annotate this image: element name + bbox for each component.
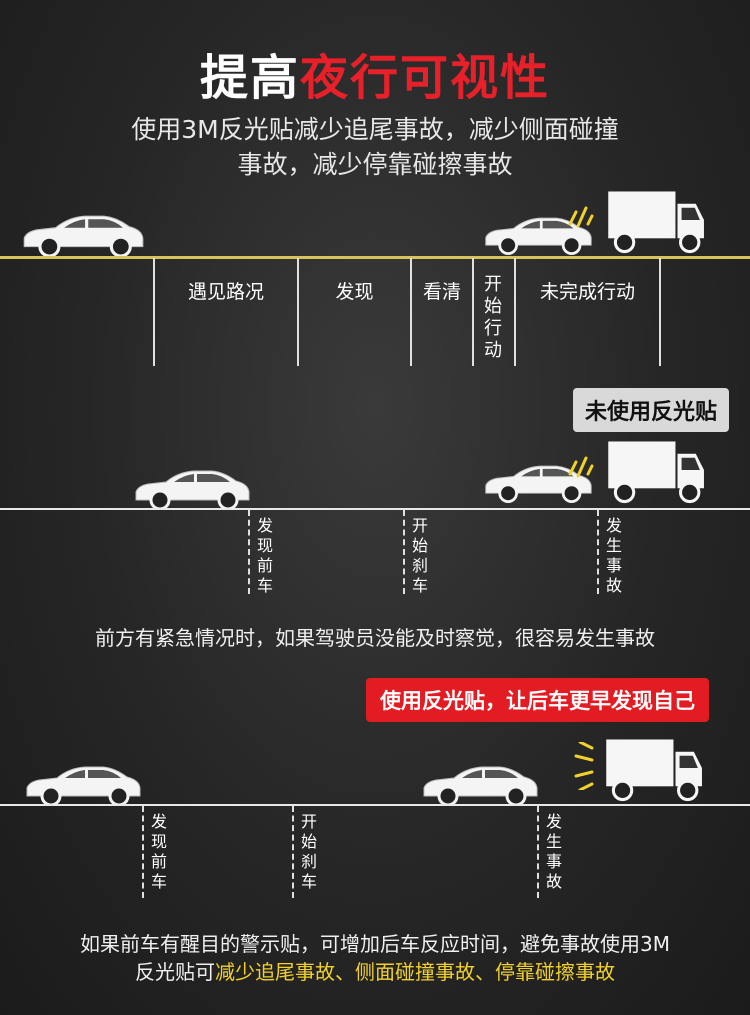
marker-label: 开始刹车 — [411, 516, 428, 595]
car-icon — [132, 466, 252, 510]
reflective-glow-icon — [574, 742, 594, 790]
marker-line — [248, 510, 250, 594]
timeline-segment: 未完成行动 — [539, 281, 635, 303]
impact-spark-icon — [568, 456, 594, 478]
title-highlight: 夜行可视性 — [300, 50, 551, 106]
footer-line2-prefix: 反光贴可 — [135, 960, 215, 984]
with-sticker-tag: 使用反光贴，让后车更早发现自己 — [366, 678, 709, 722]
timeline-segment: 发现 — [335, 281, 374, 303]
marker-line — [142, 806, 144, 898]
timeline-segment: 看清 — [422, 281, 461, 303]
truck-icon — [592, 734, 704, 804]
car-icon — [22, 762, 144, 806]
footer-line1: 如果前车有醒目的警示贴，可增加后车反应时间，避免事故使用3M — [80, 932, 670, 956]
footer-line2: 反光贴可减少追尾事故、侧面碰撞事故、停靠碰擦事故 — [0, 956, 750, 985]
subtitle-line2: 事故，减少停靠碰擦事故 — [237, 150, 513, 179]
marker-label: 发生事故 — [605, 516, 622, 595]
footer-line2-highlight: 减少追尾事故、侧面碰撞事故、停靠碰擦事故 — [215, 960, 615, 984]
subtitle-line1: 使用3M反光贴减少追尾事故，减少侧面碰撞 — [131, 115, 619, 144]
marker-label: 开始刹车 — [300, 812, 317, 891]
marker-line — [292, 806, 294, 898]
marker-label: 发现前车 — [150, 812, 167, 891]
marker-label: 发现前车 — [256, 516, 273, 595]
marker-line — [403, 510, 405, 594]
car-icon — [20, 210, 146, 258]
road-line — [0, 256, 750, 259]
marker-line — [597, 510, 599, 594]
marker-label: 发生事故 — [545, 812, 562, 891]
impact-spark-icon — [568, 206, 594, 228]
truck-icon — [594, 186, 706, 256]
timeline-segment: 遇见路况 — [187, 281, 264, 303]
timeline-divider — [514, 258, 516, 366]
no-sticker-tag: 未使用反光贴 — [573, 388, 730, 432]
road-line — [0, 508, 750, 510]
timeline-divider — [472, 258, 474, 366]
title-prefix: 提高 — [199, 50, 300, 106]
timeline-divider — [153, 258, 155, 366]
road-line — [0, 804, 750, 806]
page-title: 提高夜行可视性 — [0, 38, 750, 108]
marker-line — [537, 806, 539, 898]
timeline-divider — [410, 258, 412, 366]
timeline-segment: 开始行动 — [484, 274, 502, 361]
car-icon — [420, 762, 540, 806]
timeline-divider — [659, 258, 661, 366]
truck-icon — [594, 436, 706, 506]
timeline-divider — [297, 258, 299, 366]
no-sticker-note: 前方有紧急情况时，如果驾驶员没能及时察觉，很容易发生事故 — [95, 626, 655, 650]
